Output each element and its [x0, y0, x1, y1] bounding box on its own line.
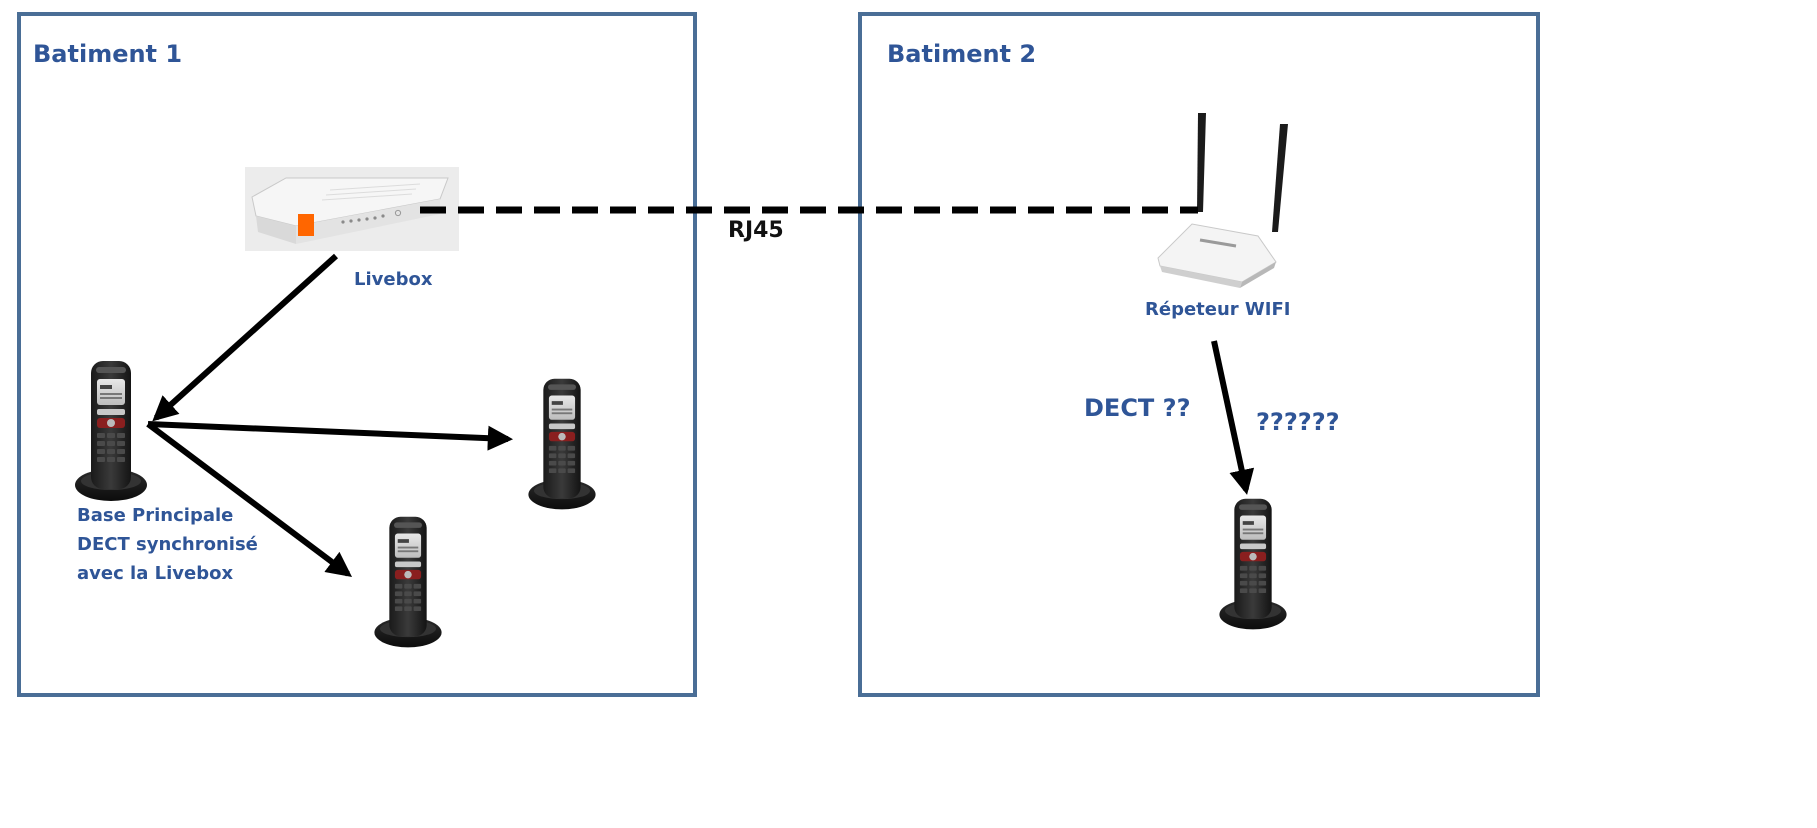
unknown-label: ??????: [1256, 408, 1340, 436]
base-station-label: Base Principale DECT synchronisé avec la…: [77, 505, 264, 584]
repeater-label: Répeteur WIFI: [1145, 299, 1290, 320]
handset-icon-right: [528, 378, 596, 510]
dect-question-label: DECT ??: [1084, 394, 1191, 422]
arrow-base-to-handset-bottom: [146, 421, 353, 578]
handset-icon-building-2: [1219, 498, 1287, 630]
livebox-icon: [245, 167, 459, 251]
base-station-label-line-3: avec la Livebox: [77, 563, 233, 584]
rj45-label: RJ45: [728, 218, 784, 243]
base-station-label-line-2: DECT synchronisé: [77, 534, 258, 555]
livebox-label: Livebox: [354, 269, 433, 290]
building-1-title: Batiment 1: [33, 40, 182, 68]
wifi-repeater-icon: [1157, 113, 1288, 288]
handset-icon-bottom: [374, 516, 442, 648]
arrow-livebox-to-base: [152, 253, 339, 422]
base-station-phone-icon: [75, 361, 147, 501]
base-station-label-line-1: Base Principale: [77, 505, 233, 526]
building-2-frame: [858, 12, 1540, 697]
arrow-base-to-handset-right: [147, 421, 514, 451]
building-2-title: Batiment 2: [887, 40, 1036, 68]
arrow-repeater-to-handset: [1211, 340, 1255, 495]
building-1-frame: [17, 12, 697, 697]
